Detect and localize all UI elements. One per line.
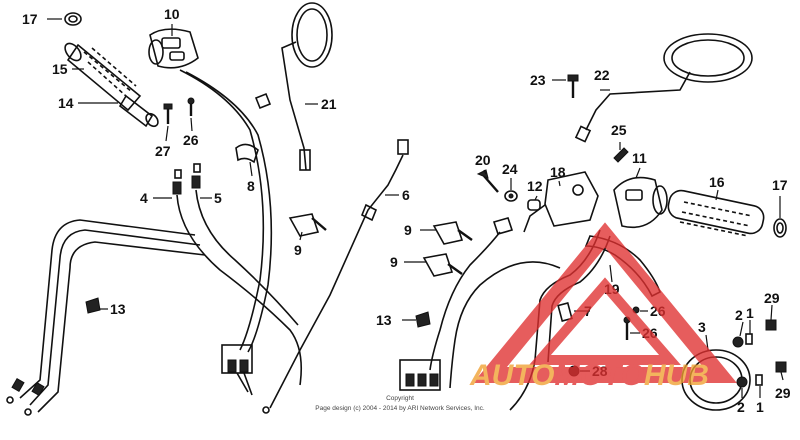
callout-29-upper: 29 [764, 290, 780, 306]
bolt-25 [613, 147, 629, 163]
clamp-8 [235, 143, 259, 164]
callout-13-right: 13 [376, 312, 392, 328]
copyright-line-2: Page design (c) 2004 - 2014 by ARI Netwo… [315, 405, 485, 412]
wiring-harness-left [179, 69, 273, 353]
connector-block-left [221, 344, 253, 396]
callout-2-lower: 2 [737, 399, 745, 415]
hardware-1-lower [755, 374, 763, 386]
callout-20: 20 [475, 152, 491, 168]
callout-22: 22 [594, 67, 610, 83]
bolt-20 [476, 169, 499, 193]
callout-1-lower: 1 [756, 399, 764, 415]
copyright-notice: Copyright Page design (c) 2004 - 2014 by… [315, 395, 485, 412]
grip-left [64, 42, 142, 112]
watermark-inner-triangle [529, 277, 681, 365]
screw-26-right [623, 316, 631, 340]
callout-13-left: 13 [110, 301, 126, 317]
wiring-harness-right [429, 217, 561, 389]
callout-4: 4 [140, 190, 148, 206]
callout-6: 6 [402, 187, 410, 203]
hardware-2-lower [736, 376, 748, 388]
callout-2-upper: 2 [735, 307, 743, 323]
washer-24 [504, 190, 518, 202]
watermark-logo: AUTOMOTOHUB [469, 222, 737, 392]
callout-16: 16 [709, 174, 725, 190]
callout-17-left: 17 [22, 11, 38, 27]
hardware-2-upper [732, 336, 744, 348]
switch-housing-left [148, 28, 199, 69]
callout-labels: 17 15 14 10 27 26 21 4 5 8 9 6 13 23 22 … [22, 6, 791, 415]
connector-block-right [399, 359, 441, 391]
hardware-1-upper [745, 333, 753, 345]
cable-clip-13-left [85, 297, 101, 314]
callout-9-upper: 9 [404, 222, 412, 238]
callout-17-right: 17 [772, 177, 788, 193]
copyright-line-1: Copyright [386, 395, 414, 402]
bar-end-cap-right [773, 218, 787, 238]
bracket-9-left [288, 213, 327, 237]
callout-1-upper: 1 [746, 305, 754, 321]
callout-5: 5 [214, 190, 222, 206]
callout-10: 10 [164, 6, 180, 22]
throttle-cables [176, 189, 303, 386]
callout-3: 3 [698, 319, 706, 335]
callout-29-lower: 29 [775, 385, 791, 401]
callout-15: 15 [52, 61, 68, 77]
bolt-23 [567, 74, 579, 98]
bracket-9-lower [422, 253, 463, 277]
lever-bracket-18 [523, 171, 599, 233]
mirror-left [281, 2, 333, 171]
grip-right [667, 189, 765, 237]
callout-14: 14 [58, 95, 74, 111]
screw-26-left [187, 97, 195, 116]
cable-clip-13-right [415, 311, 431, 328]
cable-left-long [6, 219, 206, 416]
cable-adjuster-4 [172, 169, 182, 195]
bracket-9-upper [432, 221, 473, 245]
hardware-29-upper [765, 319, 777, 331]
callout-23: 23 [530, 72, 546, 88]
callout-9-lower: 9 [390, 254, 398, 270]
screw-27 [163, 103, 173, 124]
watermark-text: AUTOMOTOHUB [469, 359, 709, 392]
pivot-12 [527, 199, 541, 211]
mirror-right [574, 33, 753, 143]
callout-8: 8 [247, 178, 255, 194]
leader-lines [47, 18, 784, 398]
speedometer-cable-6 [262, 139, 409, 414]
callout-12: 12 [527, 178, 543, 194]
bar-end-cap-left [64, 12, 82, 26]
callout-21: 21 [321, 96, 337, 112]
callout-25: 25 [611, 122, 627, 138]
callout-9-left: 9 [294, 242, 302, 258]
callout-18: 18 [550, 164, 566, 180]
cable-adjuster-5 [191, 163, 201, 189]
callout-27: 27 [155, 143, 171, 159]
hardware-29-lower [775, 361, 787, 373]
callout-11: 11 [632, 150, 647, 166]
throttle-grip-tube [118, 94, 159, 128]
callout-24: 24 [502, 161, 518, 177]
switch-housing-right [613, 176, 668, 229]
watermark-triangle [473, 222, 737, 383]
callout-26-left: 26 [183, 132, 199, 148]
